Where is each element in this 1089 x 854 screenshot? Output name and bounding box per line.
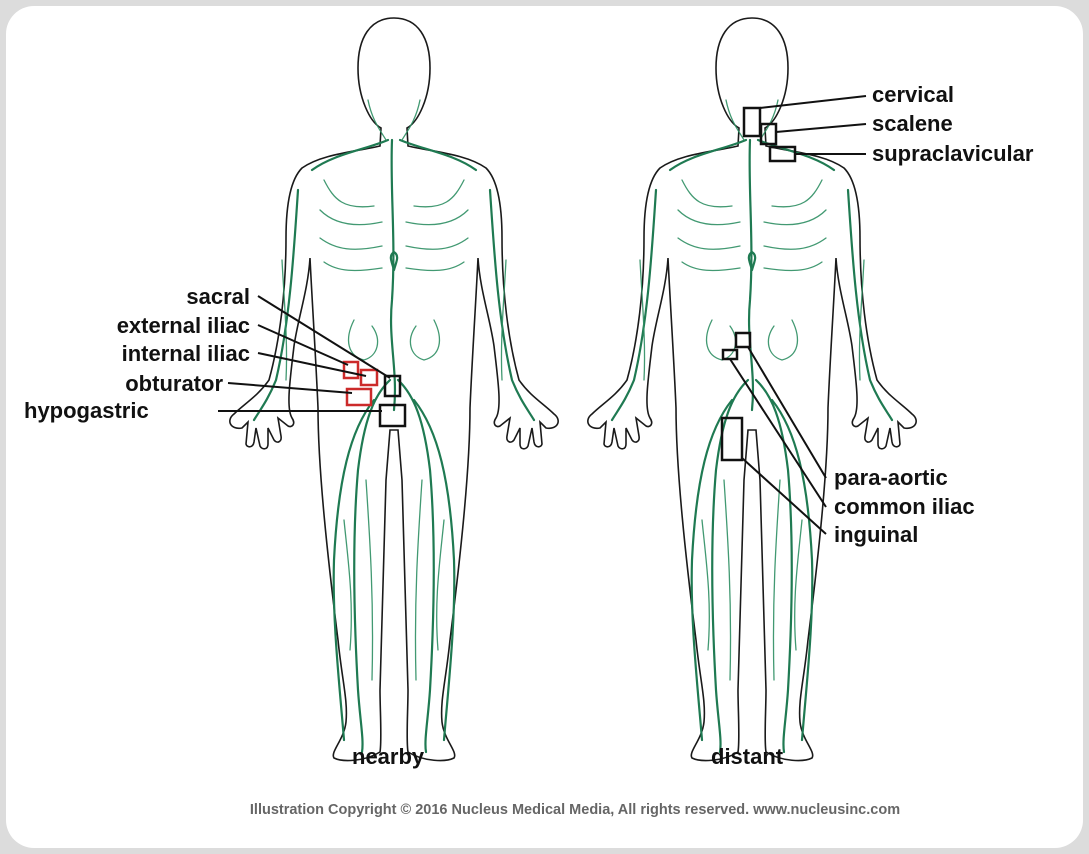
- label-external-iliac: external iliac: [117, 315, 250, 337]
- body-figure-nearby: [230, 18, 558, 760]
- copyright-notice: Illustration Copyright © 2016 Nucleus Me…: [0, 802, 1089, 818]
- label-obturator: obturator: [125, 373, 223, 395]
- label-common-iliac: common iliac: [834, 496, 975, 518]
- label-supraclavicular: supraclavicular: [872, 143, 1033, 165]
- caption-distant: distant: [711, 746, 783, 768]
- label-inguinal: inguinal: [834, 524, 918, 546]
- body-figure-distant: [588, 18, 916, 760]
- caption-nearby: nearby: [352, 746, 424, 768]
- label-hypogastric: hypogastric: [24, 400, 149, 422]
- label-cervical: cervical: [872, 84, 954, 106]
- label-para-aortic: para-aortic: [834, 467, 948, 489]
- label-scalene: scalene: [872, 113, 953, 135]
- label-internal-iliac: internal iliac: [122, 343, 250, 365]
- label-sacral: sacral: [186, 286, 250, 308]
